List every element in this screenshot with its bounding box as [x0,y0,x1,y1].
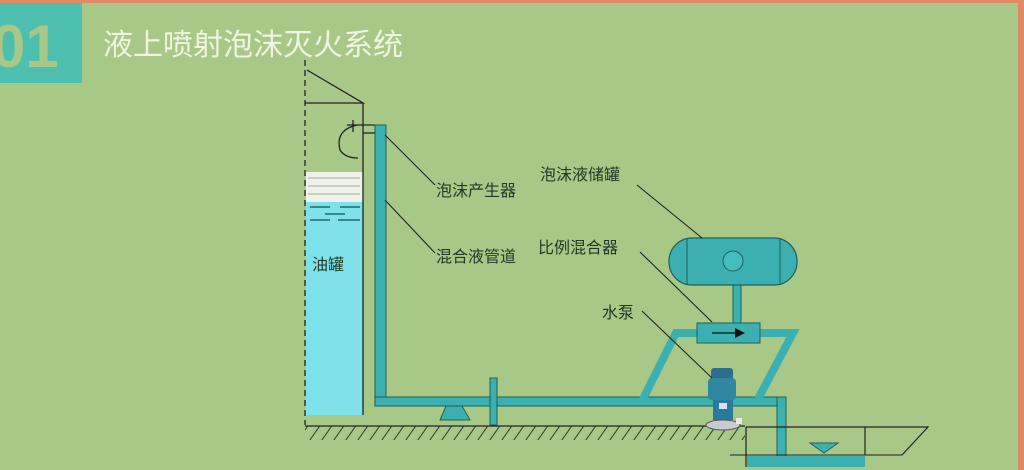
diagram-canvas [0,3,1018,470]
tank-outlet-pipe [732,283,742,327]
leader-lines [384,134,713,379]
proportional-mixer [696,322,761,344]
valve-post [489,377,498,426]
water-pump-label: 水泵 [602,303,634,322]
oil-tank [304,60,375,425]
svg-text:01: 01 [0,13,59,80]
pipe-support [439,405,471,421]
foam-storage-tank [668,237,798,286]
title-badge: 01 [0,3,82,83]
page-title: 液上喷射泡沫灭火系统 [103,28,403,63]
foam-storage-tank-label: 泡沫液储罐 [540,165,620,184]
oil-tank-label: 油罐 [312,255,344,274]
foam-generator-label: 泡沫产生器 [436,181,516,200]
mixture-pipe [374,124,787,467]
mixture-pipe-label: 混合液管道 [436,247,516,266]
water-pump [705,368,742,431]
proportional-mixer-label: 比例混合器 [538,238,618,257]
ground [305,425,930,467]
